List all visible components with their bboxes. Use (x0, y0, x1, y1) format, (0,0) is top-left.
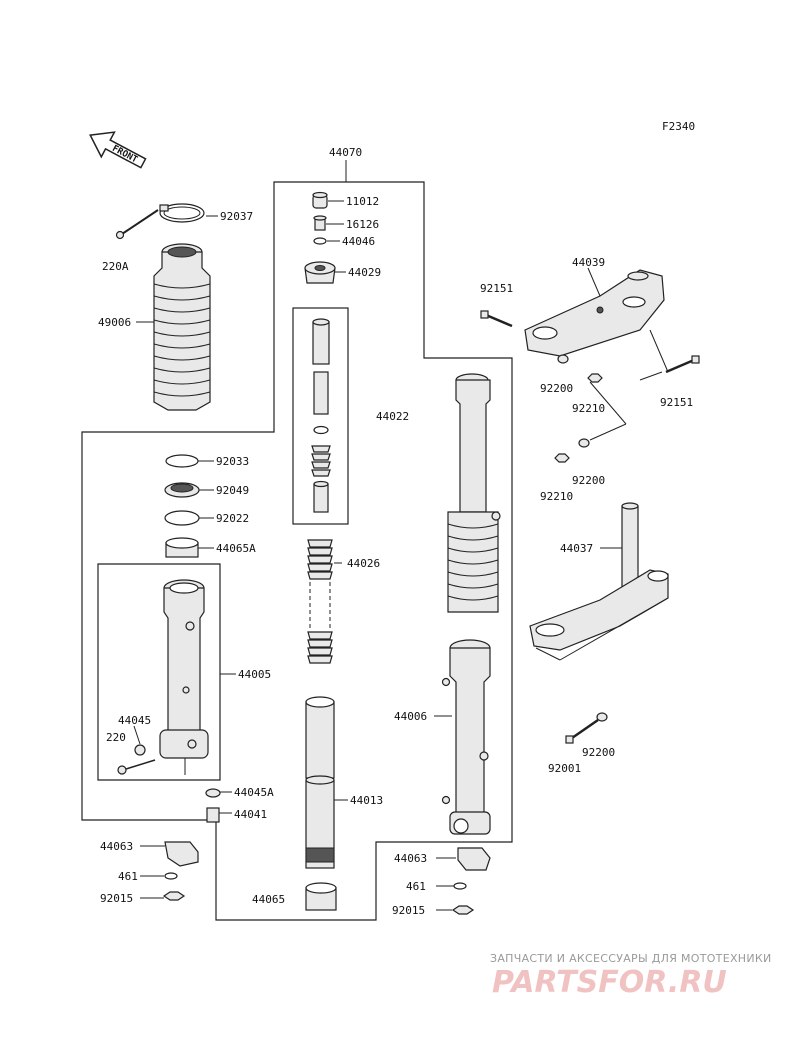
front-arrow-icon: FRONT (89, 131, 147, 169)
part-92037-clamp (159, 203, 205, 223)
label-44006: 44006 (394, 710, 427, 723)
part-44063-holder-right (457, 847, 491, 871)
subassembly-box-44005 (97, 563, 221, 781)
part-44013-inner-tube (305, 696, 335, 869)
part-44046-o-ring (313, 237, 327, 245)
assembly-outline-44070 (81, 181, 513, 921)
watermark: ЗАПЧАСТИ И АКСЕССУАРЫ ДЛЯ МОТОТЕХНИКИ PA… (490, 952, 772, 1000)
label-44063-right: 44063 (394, 852, 427, 865)
part-44026-spring (307, 539, 333, 664)
label-92015-right: 92015 (392, 904, 425, 917)
label-92200-stem: 92200 (582, 746, 615, 759)
part-labels: 44070 11012 16126 44046 44029 44022 4402… (98, 146, 693, 917)
label-220A: 220A (102, 260, 129, 273)
label-44065A: 44065A (216, 542, 256, 555)
label-44005: 44005 (238, 668, 271, 681)
label-44045A: 44045A (234, 786, 274, 799)
label-44026: 44026 (347, 557, 380, 570)
part-44006-fork-right (441, 373, 501, 835)
label-44041: 44041 (234, 808, 267, 821)
label-16126: 16126 (346, 218, 379, 231)
part-11012-cap (312, 191, 328, 209)
part-92210-nut-upper (587, 373, 603, 383)
part-92200-washer-lower (578, 438, 590, 448)
label-92015-left: 92015 (100, 892, 133, 905)
part-44065-bushing (305, 882, 337, 911)
part-16126-valve (313, 215, 327, 231)
part-92015-nut-right (451, 905, 475, 915)
part-92001-bolt (565, 718, 599, 744)
part-44045A-washer (205, 788, 221, 798)
part-92015-nut-left (162, 891, 186, 901)
label-44029: 44029 (348, 266, 381, 279)
part-49006-boot (153, 243, 211, 411)
figure-code: F2340 (662, 120, 695, 133)
part-44063-holder-left (164, 841, 199, 867)
label-44022: 44022 (376, 410, 409, 423)
label-44045: 44045 (118, 714, 151, 727)
label-92037: 92037 (220, 210, 253, 223)
label-44039: 44039 (572, 256, 605, 269)
part-92022-washer (164, 510, 200, 526)
watermark-caption: ЗАПЧАСТИ И АКСЕССУАРЫ ДЛЯ МОТОТЕХНИКИ (490, 952, 772, 965)
label-92151-right: 92151 (660, 396, 693, 409)
label-92001: 92001 (548, 762, 581, 775)
label-11012: 11012 (346, 195, 379, 208)
part-44041-bolt (206, 807, 220, 823)
label-92022: 92022 (216, 512, 249, 525)
label-44046: 44046 (342, 235, 375, 248)
label-92033: 92033 (216, 455, 249, 468)
label-44065: 44065 (252, 893, 285, 906)
part-461-washer-left (164, 872, 178, 880)
label-92200-upper: 92200 (540, 382, 573, 395)
label-220: 220 (106, 731, 126, 744)
part-92049-oil-seal (164, 482, 200, 498)
part-220-screw (117, 759, 156, 775)
part-461-washer-right (453, 882, 467, 890)
label-44013: 44013 (350, 794, 383, 807)
part-44029-plug (304, 261, 336, 284)
label-92210-upper: 92210 (572, 402, 605, 415)
label-44063-left: 44063 (100, 840, 133, 853)
part-44065A-bushing (165, 537, 199, 558)
label-461-left: 461 (118, 870, 138, 883)
part-92210-nut-lower (554, 453, 570, 463)
label-92151-left: 92151 (480, 282, 513, 295)
part-44045-washer (134, 744, 146, 756)
label-92049: 92049 (216, 484, 249, 497)
label-49006: 49006 (98, 316, 131, 329)
part-44037-steering-stem (529, 502, 669, 651)
watermark-logo: PARTSFOR.RU (492, 965, 727, 1000)
part-92033-circlip (165, 454, 199, 468)
part-92200-washer-stem (596, 712, 608, 722)
label-92210-lower: 92210 (540, 490, 573, 503)
part-220A-screw (115, 209, 159, 240)
label-44070: 44070 (329, 146, 362, 159)
label-92200-lower: 92200 (572, 474, 605, 487)
subassembly-box-44022 (292, 307, 349, 525)
label-461-right: 461 (406, 880, 426, 893)
label-44037: 44037 (560, 542, 593, 555)
part-92151-bolt-left (480, 310, 513, 328)
part-44022-damper-rod (311, 318, 331, 513)
part-44039-upper-bracket (524, 269, 665, 357)
part-44005-outer-tube (159, 579, 209, 775)
part-92200-washer-upper (557, 354, 569, 364)
part-92151-bolt-right (665, 355, 700, 374)
